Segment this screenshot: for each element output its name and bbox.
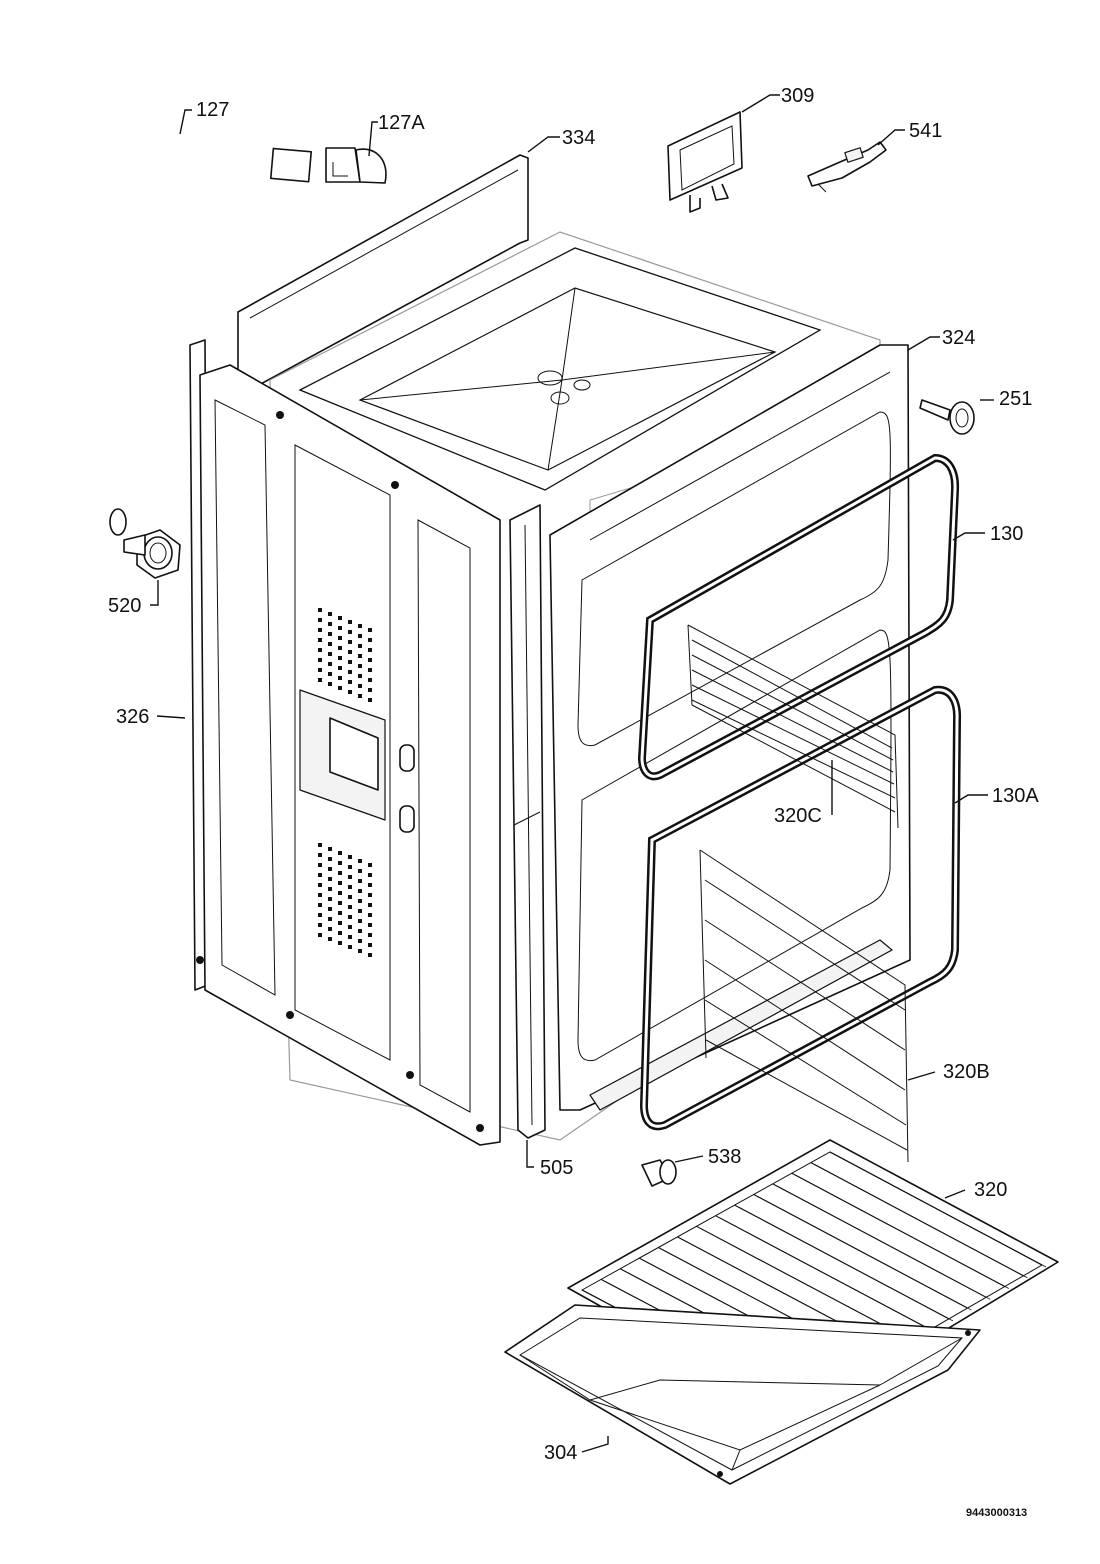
rail-bottom-part [699,849,909,1163]
label-304: 304 [544,1442,577,1464]
leader-lines [150,94,994,1453]
hose-end-part [325,147,387,184]
plug-part [641,1159,677,1187]
divider-part [509,504,546,1139]
callout-labels: 127 127A 334 309 541 324 251 130 130A 32… [108,85,1039,1519]
label-505: 505 [540,1157,573,1179]
knob-part [919,399,975,435]
label-326: 326 [116,706,149,728]
label-127: 127 [196,99,229,121]
label-130: 130 [990,523,1023,545]
label-251: 251 [999,388,1032,410]
label-320b: 320B [943,1061,990,1083]
label-324: 324 [942,327,975,349]
label-334: 334 [562,127,595,149]
label-309: 309 [781,85,814,107]
label-127a: 127A [378,112,425,134]
rail-top-part [687,624,899,829]
tray-part [504,1304,981,1485]
label-320c: 320C [774,805,822,827]
hose-part [37,120,313,536]
label-130a: 130A [992,785,1039,807]
gasket-bottom-part [639,685,962,1131]
label-541: 541 [909,120,942,142]
grille-part [667,111,743,213]
document-code: 9443000313 [966,1507,1027,1519]
gasket-top-part [637,453,960,781]
label-538: 538 [708,1146,741,1168]
label-320: 320 [974,1179,1007,1201]
side-panel-part [189,339,501,1146]
label-520: 520 [108,595,141,617]
bracket-part [807,141,887,193]
perforation-grid [318,608,372,957]
front-frame-part [549,344,911,1111]
clamp-part [123,529,181,579]
